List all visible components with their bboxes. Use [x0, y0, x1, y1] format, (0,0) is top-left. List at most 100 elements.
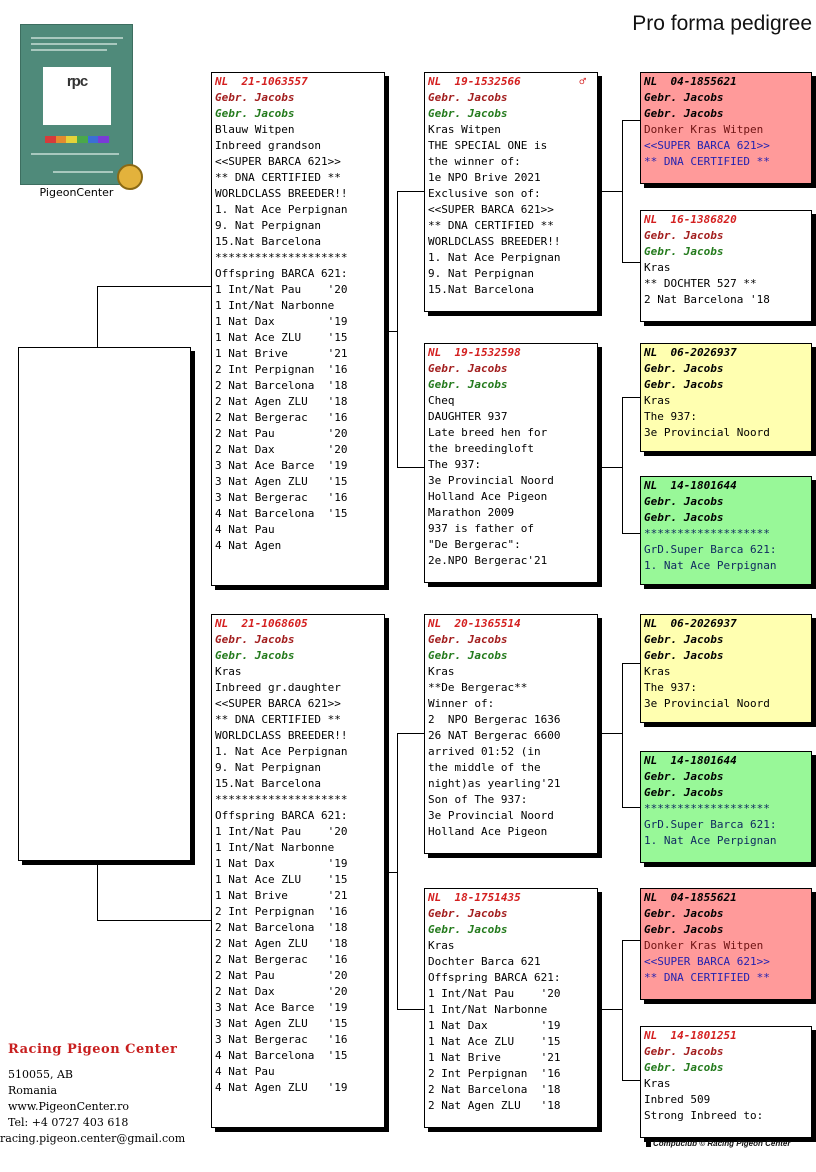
connector-line: [622, 397, 623, 534]
connector-line: [622, 533, 640, 534]
breeder-name: Gebr. Jacobs: [644, 786, 724, 799]
breeder-name: Gebr. Jacobs: [644, 362, 724, 375]
connector-line: [397, 733, 398, 1010]
card-note-line: Late breed hen for: [428, 426, 548, 439]
card-note-line: Kras: [428, 939, 455, 952]
subject-pigeon-box: [18, 347, 191, 861]
logo-mark: rpc: [66, 73, 88, 90]
card-note-line: Dochter Barca 621: [428, 955, 541, 968]
card-note-line: 2e.NPO Bergerac'21: [428, 554, 548, 567]
card-note-line: 2 Nat Agen ZLU '18: [215, 395, 348, 408]
card-note-line: Strong Inbreed to:: [644, 1109, 764, 1122]
card-note-line: 1 Nat Ace ZLU '15: [215, 331, 348, 344]
breeder-name: Gebr. Jacobs: [644, 649, 724, 662]
pigeoncenter-logo: rpc: [20, 24, 143, 190]
card-note-line: arrived 01:52 (in: [428, 745, 541, 758]
card-note-line: 2 Int Perpignan '16: [215, 905, 348, 918]
connector-line: [397, 467, 424, 468]
card-note-line: 1 Nat Dax '19: [215, 857, 348, 870]
country-line: Romania: [8, 1084, 58, 1097]
card-note-line: 2 Nat Dax '20: [215, 985, 348, 998]
card-note-line: Donker Kras Witpen: [644, 939, 764, 952]
card-note-line: 2 Nat Pau '20: [215, 427, 348, 440]
connector-line: [598, 467, 622, 468]
card-header: NL 18-1751435: [428, 890, 594, 906]
address-line: 510055, AB: [8, 1068, 74, 1081]
breeder-name: Gebr. Jacobs: [644, 1061, 724, 1074]
card-note-line: <<SUPER BARCA 621>>: [644, 955, 770, 968]
ring-number: NL 19-1532566: [428, 75, 521, 88]
card-note-line: 2 Nat Barcelona '18: [644, 293, 770, 306]
card-note-line: <<SUPER BARCA 621>>: [428, 203, 554, 216]
card-note-line: Offspring BARCA 621:: [215, 809, 348, 822]
connector-line: [622, 120, 623, 263]
card-note-line: 9. Nat Perpignan: [215, 219, 321, 232]
card-note-line: Inbred 509: [644, 1093, 711, 1106]
breeder-name: Gebr. Jacobs: [644, 91, 724, 104]
card-note-line: 2 Nat Dax '20: [215, 443, 348, 456]
card-note-line: <<SUPER BARCA 621>>: [644, 139, 770, 152]
logo-caption: PigeonCenter: [39, 186, 114, 199]
connector-line: [397, 191, 398, 468]
card-note-line: 1. Nat Ace Perpignan: [428, 251, 561, 264]
connector-line: [622, 262, 640, 263]
breeder-name: Gebr. Jacobs: [428, 107, 508, 120]
card-note-line: ** DNA CERTIFIED **: [644, 155, 770, 168]
card-note-line: WORLDCLASS BREEDER!!: [428, 235, 561, 248]
card-note-line: 1 Int/Nat Narbonne: [428, 1003, 548, 1016]
card-note-line: 2 NPO Bergerac 1636: [428, 713, 561, 726]
footer-text: Compuclub © Racing Pigeon Center: [653, 1139, 791, 1148]
card-note-line: 1 Nat Ace ZLU '15: [428, 1035, 561, 1048]
card-note-line: Offspring BARCA 621:: [215, 267, 348, 280]
website-link[interactable]: www.PigeonCenter.ro: [8, 1100, 129, 1113]
card-note-line: <<SUPER BARCA 621>>: [215, 697, 341, 710]
card-note-line: 1 Nat Brive '21: [215, 347, 348, 360]
ring-number: NL 20-1365514: [428, 617, 521, 630]
connector-line: [622, 663, 623, 808]
ring-number: NL 16-1386820: [644, 213, 737, 226]
card-note-line: Kras: [428, 665, 455, 678]
card-note-line: 1 Nat Brive '21: [428, 1051, 561, 1064]
email-link[interactable]: racing.pigeon.center@gmail.com: [0, 1132, 186, 1145]
card-note-line: 2 Nat Bergerac '16: [215, 953, 348, 966]
card-note-line: 1 Int/Nat Narbonne: [215, 841, 335, 854]
card-note-line: 1 Int/Nat Pau '20: [428, 987, 561, 1000]
card-note-line: 3 Nat Bergerac '16: [215, 491, 348, 504]
card-note-line: the middle of the: [428, 761, 541, 774]
card-note-line: 937 is father of: [428, 522, 534, 535]
breeder-name: Gebr. Jacobs: [644, 907, 724, 920]
card-header: NL 14-1801251: [644, 1028, 808, 1044]
card-note-line: 3e Provincial Noord: [428, 809, 554, 822]
breeder-name: Gebr. Jacobs: [428, 923, 508, 936]
connector-line: [622, 397, 640, 398]
card-note-line: Blauw Witpen: [215, 123, 295, 136]
breeder-name: Gebr. Jacobs: [644, 378, 724, 391]
breeder-name: Gebr. Jacobs: [644, 1045, 724, 1058]
ring-number: NL 21-1068605: [215, 617, 308, 630]
card-note-line: Kras: [215, 665, 242, 678]
card-header: NL 06-2026937: [644, 345, 808, 361]
connector-line: [622, 940, 640, 941]
card-note-line: 2 Nat Bergerac '16: [215, 411, 348, 424]
connector-line: [397, 733, 424, 734]
card-note-line: Kras: [644, 1077, 671, 1090]
card-note-line: 4 Nat Agen ZLU '19: [215, 1081, 348, 1094]
card-note-line: *******************: [644, 527, 770, 540]
card-note-line: Donker Kras Witpen: [644, 123, 764, 136]
card-note-line: 15.Nat Barcelona: [215, 777, 321, 790]
ring-number: NL 06-2026937: [644, 346, 737, 359]
breeder-name: Gebr. Jacobs: [428, 378, 508, 391]
card-note-line: night)as yearling'21: [428, 777, 561, 790]
connector-line: [622, 663, 640, 664]
ring-number: NL 14-1801644: [644, 754, 737, 767]
breeder-name: Gebr. Jacobs: [215, 633, 295, 646]
card-note-line: ** DNA CERTIFIED **: [428, 219, 554, 232]
card-note-line: <<SUPER BARCA 621>>: [215, 155, 341, 168]
card-note-line: 2 Nat Barcelona '18: [428, 1083, 561, 1096]
